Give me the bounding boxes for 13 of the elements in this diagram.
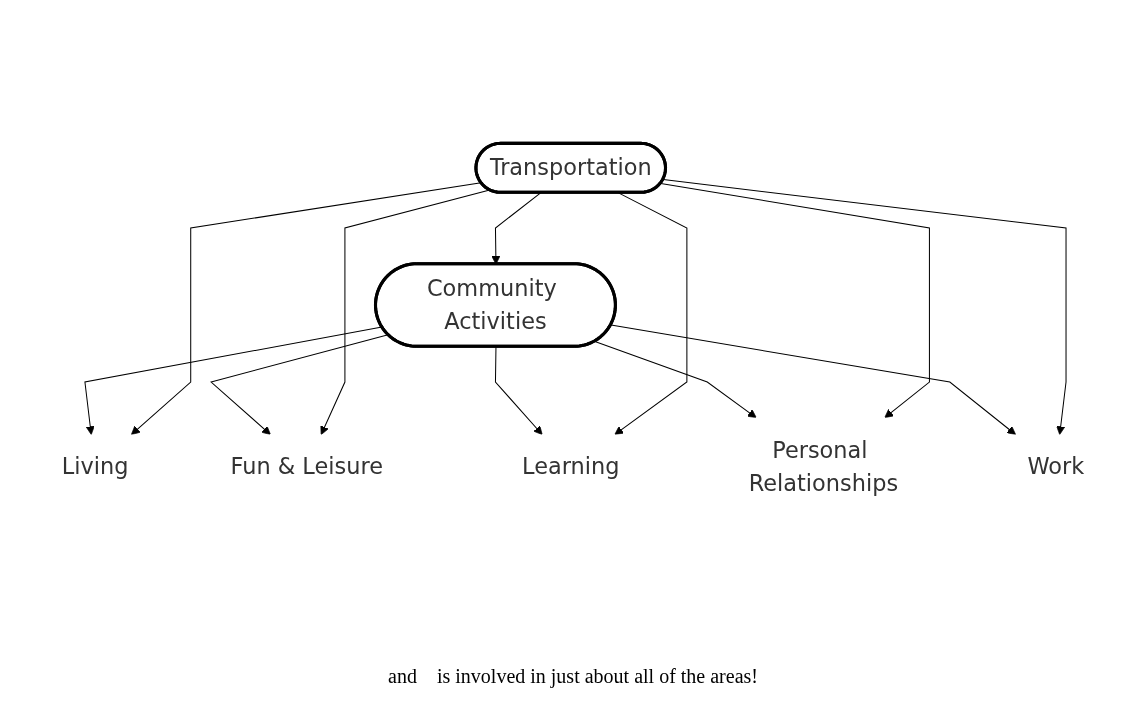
node-text: Work [1027,453,1085,480]
node-text: Personal Relationships [748,437,899,497]
arrow [662,179,1067,435]
note-text: is involved in just about all of the areas! [436,665,758,688]
node-text: Fun & Leisure [230,453,383,480]
arrow [610,324,1016,435]
node-text: Living [61,453,129,480]
note-text: and [388,665,417,688]
arrow [660,182,930,419]
arrow [614,192,688,435]
node-text: Learning [522,453,620,480]
arrow [494,346,543,435]
arrow [594,341,757,419]
